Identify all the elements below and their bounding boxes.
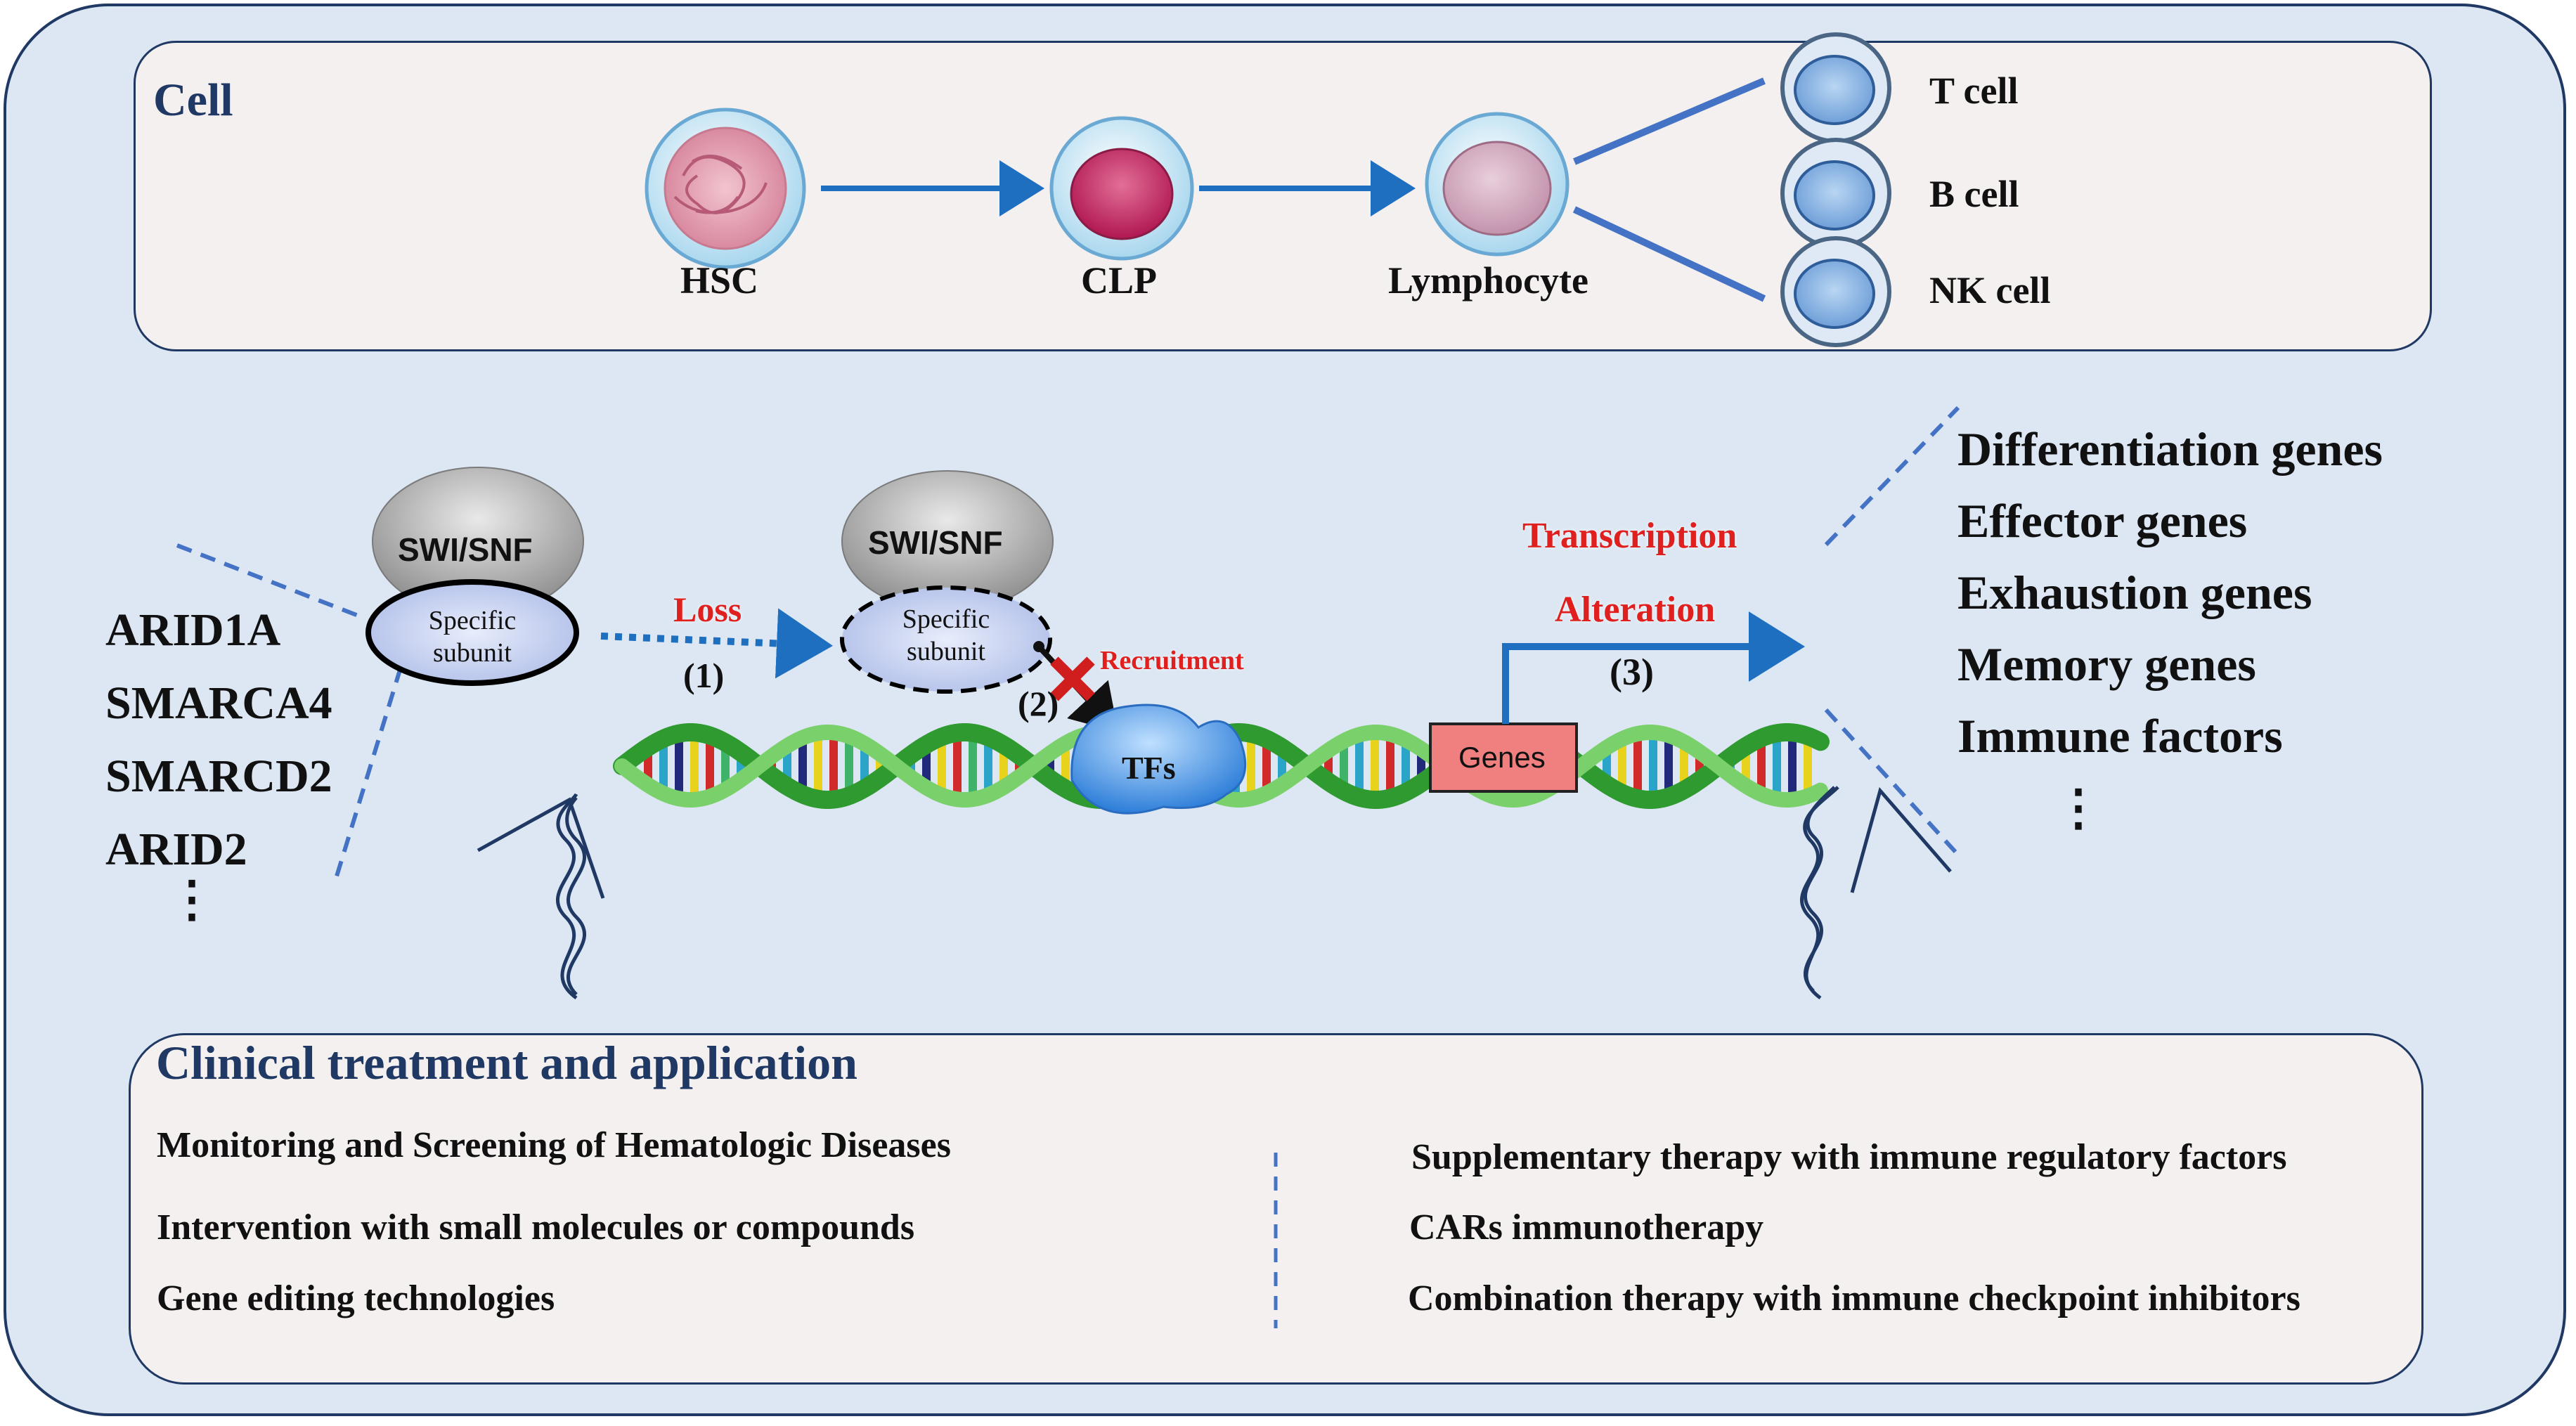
wavy-arrow-left-head: [477, 797, 605, 899]
recruitment-label: Recruitment: [1100, 646, 1244, 675]
gene-target-memory: Memory genes: [1957, 637, 2256, 691]
gene-pointer-bottom: [1824, 708, 1957, 854]
subunit-pointer-bottom: [334, 667, 403, 879]
wavy-arrow-left: [565, 796, 587, 996]
recruitment-arrow-origin: [1033, 641, 1044, 652]
subunit-right-line2: subunit: [907, 637, 985, 666]
clp-cell-icon: [1049, 116, 1194, 261]
alteration-label: Alteration: [1555, 590, 1716, 630]
cell-lineage-panel: [134, 41, 2432, 351]
b-cell-label: B cell: [1929, 173, 2019, 215]
wavy-arrow-left-outline: [555, 793, 578, 1000]
clinical-left-item-3: Gene editing technologies: [157, 1278, 555, 1318]
nk-cell-label: NK cell: [1929, 269, 2051, 311]
genes-label: Genes: [1458, 741, 1546, 774]
clinical-left-item-2: Intervention with small molecules or com…: [157, 1207, 915, 1247]
tfs-label: TFs: [1122, 750, 1176, 786]
step-1-label: (1): [683, 656, 725, 695]
branch-to-nk-cell: [1572, 206, 1766, 302]
nk-cell-icon: [1780, 236, 1891, 347]
subunit-smarcd2: SMARCD2: [105, 751, 332, 802]
t-cell-icon: [1780, 32, 1891, 143]
subunit-arid2: ARID2: [105, 824, 247, 875]
subunit-list-ellipsis: ⋮: [167, 873, 216, 927]
hsc-cell-icon: [645, 108, 806, 269]
swisnf-complex-left: [365, 467, 584, 686]
specific-subunit-label-left: Specific subunit: [427, 604, 517, 669]
gene-target-list: Differentiation genes Effector genes Exh…: [1957, 413, 2383, 772]
transcription-arrow: [1502, 611, 1805, 724]
clinical-left-item-1: Monitoring and Screening of Hematologic …: [157, 1125, 951, 1165]
b-cell-icon: [1780, 138, 1891, 249]
lymphocyte-label: Lymphocyte: [1388, 259, 1589, 302]
gene-target-immune-factors: Immune factors: [1957, 709, 2283, 763]
transcription-factors-blob: [1070, 704, 1247, 815]
clinical-right-item-1: Supplementary therapy with immune regula…: [1411, 1137, 2287, 1177]
branch-to-t-cell: [1573, 77, 1766, 165]
clinical-right-item-2: CARs immunotherapy: [1409, 1207, 1764, 1247]
loss-arrow: [600, 608, 833, 679]
cell-section-title: Cell: [153, 74, 233, 126]
swisnf-label-left: SWI/SNF: [398, 531, 533, 568]
loss-label: Loss: [673, 590, 742, 629]
wavy-arrow-right-outline: [1799, 786, 1839, 1000]
subunit-pointer-top: [176, 543, 367, 621]
t-cell-label: T cell: [1929, 70, 2019, 112]
swisnf-label-right: SWI/SNF: [868, 524, 1003, 561]
subunit-arid1a: ARID1A: [105, 604, 281, 656]
subunit-right-line1: Specific: [902, 604, 990, 634]
lymphocyte-cell-icon: [1425, 112, 1569, 257]
clp-label: CLP: [1081, 259, 1157, 302]
gene-target-effector: Effector genes: [1957, 494, 2248, 547]
subunit-left-line2: subunit: [433, 638, 512, 668]
clinical-right-item-3: Combination therapy with immune checkpoi…: [1408, 1278, 2300, 1318]
step-3-label: (3): [1610, 651, 1654, 693]
specific-subunit-label-right: Specific subunit: [901, 603, 991, 668]
gene-pointer-top: [1824, 406, 1960, 547]
subunit-left-line1: Specific: [428, 606, 517, 635]
gene-target-ellipsis: ⋮: [2054, 782, 2103, 836]
step-2-label: (2): [1018, 684, 1059, 723]
hsc-label: HSC: [680, 259, 759, 302]
transcription-label: Transcription: [1522, 516, 1737, 556]
clinical-title: Clinical treatment and application: [156, 1036, 857, 1089]
gene-target-differentiation: Differentiation genes: [1957, 422, 2383, 476]
wavy-arrow-right-head: [1850, 786, 1952, 893]
subunit-list: ARID1A SMARCA4 SMARCD2 ARID2: [105, 594, 332, 886]
swisnf-complex-right: [840, 470, 1054, 694]
subunit-smarca4: SMARCA4: [105, 678, 332, 729]
blocked-cross-icon: [1050, 656, 1095, 701]
gene-target-exhaustion: Exhaustion genes: [1957, 566, 2312, 619]
